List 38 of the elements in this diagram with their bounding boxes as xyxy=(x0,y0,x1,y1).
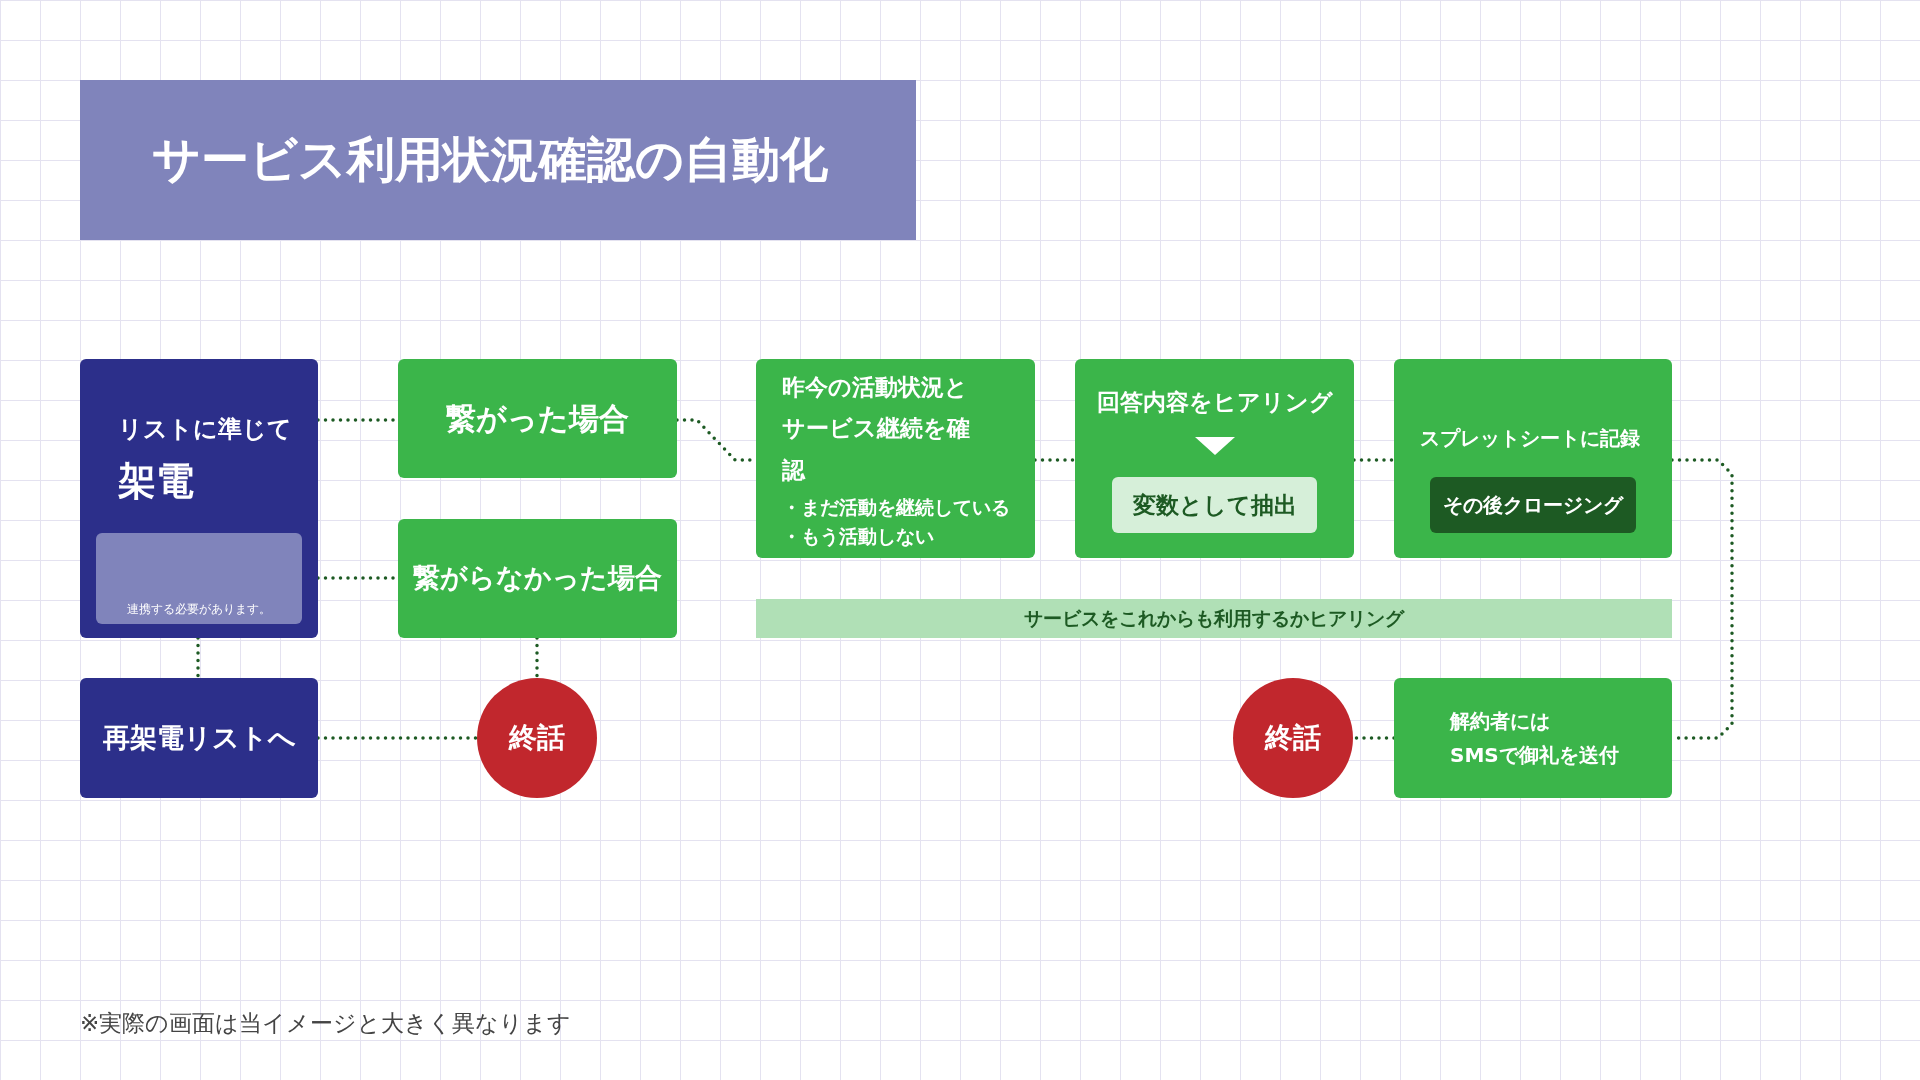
result-box xyxy=(1430,477,1636,533)
node-label: 変数として抽出 xyxy=(1132,490,1297,520)
process-box xyxy=(80,359,318,638)
result-box xyxy=(1112,477,1317,533)
dotted-connector xyxy=(316,736,479,740)
title-banner: サービス利用状況確認の自動化 xyxy=(80,80,916,240)
node-label: 連携する必要があります。 xyxy=(127,601,271,618)
process-box xyxy=(398,359,677,478)
process-box xyxy=(756,359,1035,558)
node-label: 回答内容をヒアリング xyxy=(1096,388,1333,417)
node-label: 昨今の活動状況とサービス継続を確認 xyxy=(782,372,971,485)
node-label: スプレットシートに記録 xyxy=(1420,425,1640,452)
node-label: サービスをこれからも利用するかヒアリング xyxy=(1024,606,1404,632)
process-box xyxy=(1394,359,1672,558)
node-label: 終話 xyxy=(509,720,565,756)
dotted-connector xyxy=(1352,458,1396,462)
dotted-connector xyxy=(1033,458,1077,462)
process-box xyxy=(1394,678,1672,798)
node-label: 再架電リストへ xyxy=(102,720,296,755)
note-panel xyxy=(96,533,302,624)
footnote-text: ※実際の画面は当イメージと大きく異なります xyxy=(80,1009,572,1038)
node-label: 解約者には SMSで御礼を送付 xyxy=(1450,708,1620,769)
node-label: 繋がらなかった場合 xyxy=(413,561,662,596)
bullet-text: 架電 xyxy=(118,458,194,505)
bullet-text: ・まだ活動を継続している xyxy=(782,495,1010,521)
bullet-text: ・もう活動しない xyxy=(782,523,934,549)
node-label: リストに準じて xyxy=(118,414,292,445)
dotted-connector xyxy=(196,636,200,680)
dotted-connector xyxy=(1670,458,1734,740)
process-box xyxy=(1075,359,1354,558)
node-label: その後クロージング xyxy=(1443,492,1623,519)
process-box xyxy=(398,519,677,638)
banner-band xyxy=(756,599,1672,638)
end-circle xyxy=(477,678,597,798)
node-label: 繋がった場合 xyxy=(446,400,629,438)
process-box xyxy=(80,678,318,798)
dotted-connector xyxy=(535,636,539,680)
node-label: 終話 xyxy=(1265,720,1321,756)
